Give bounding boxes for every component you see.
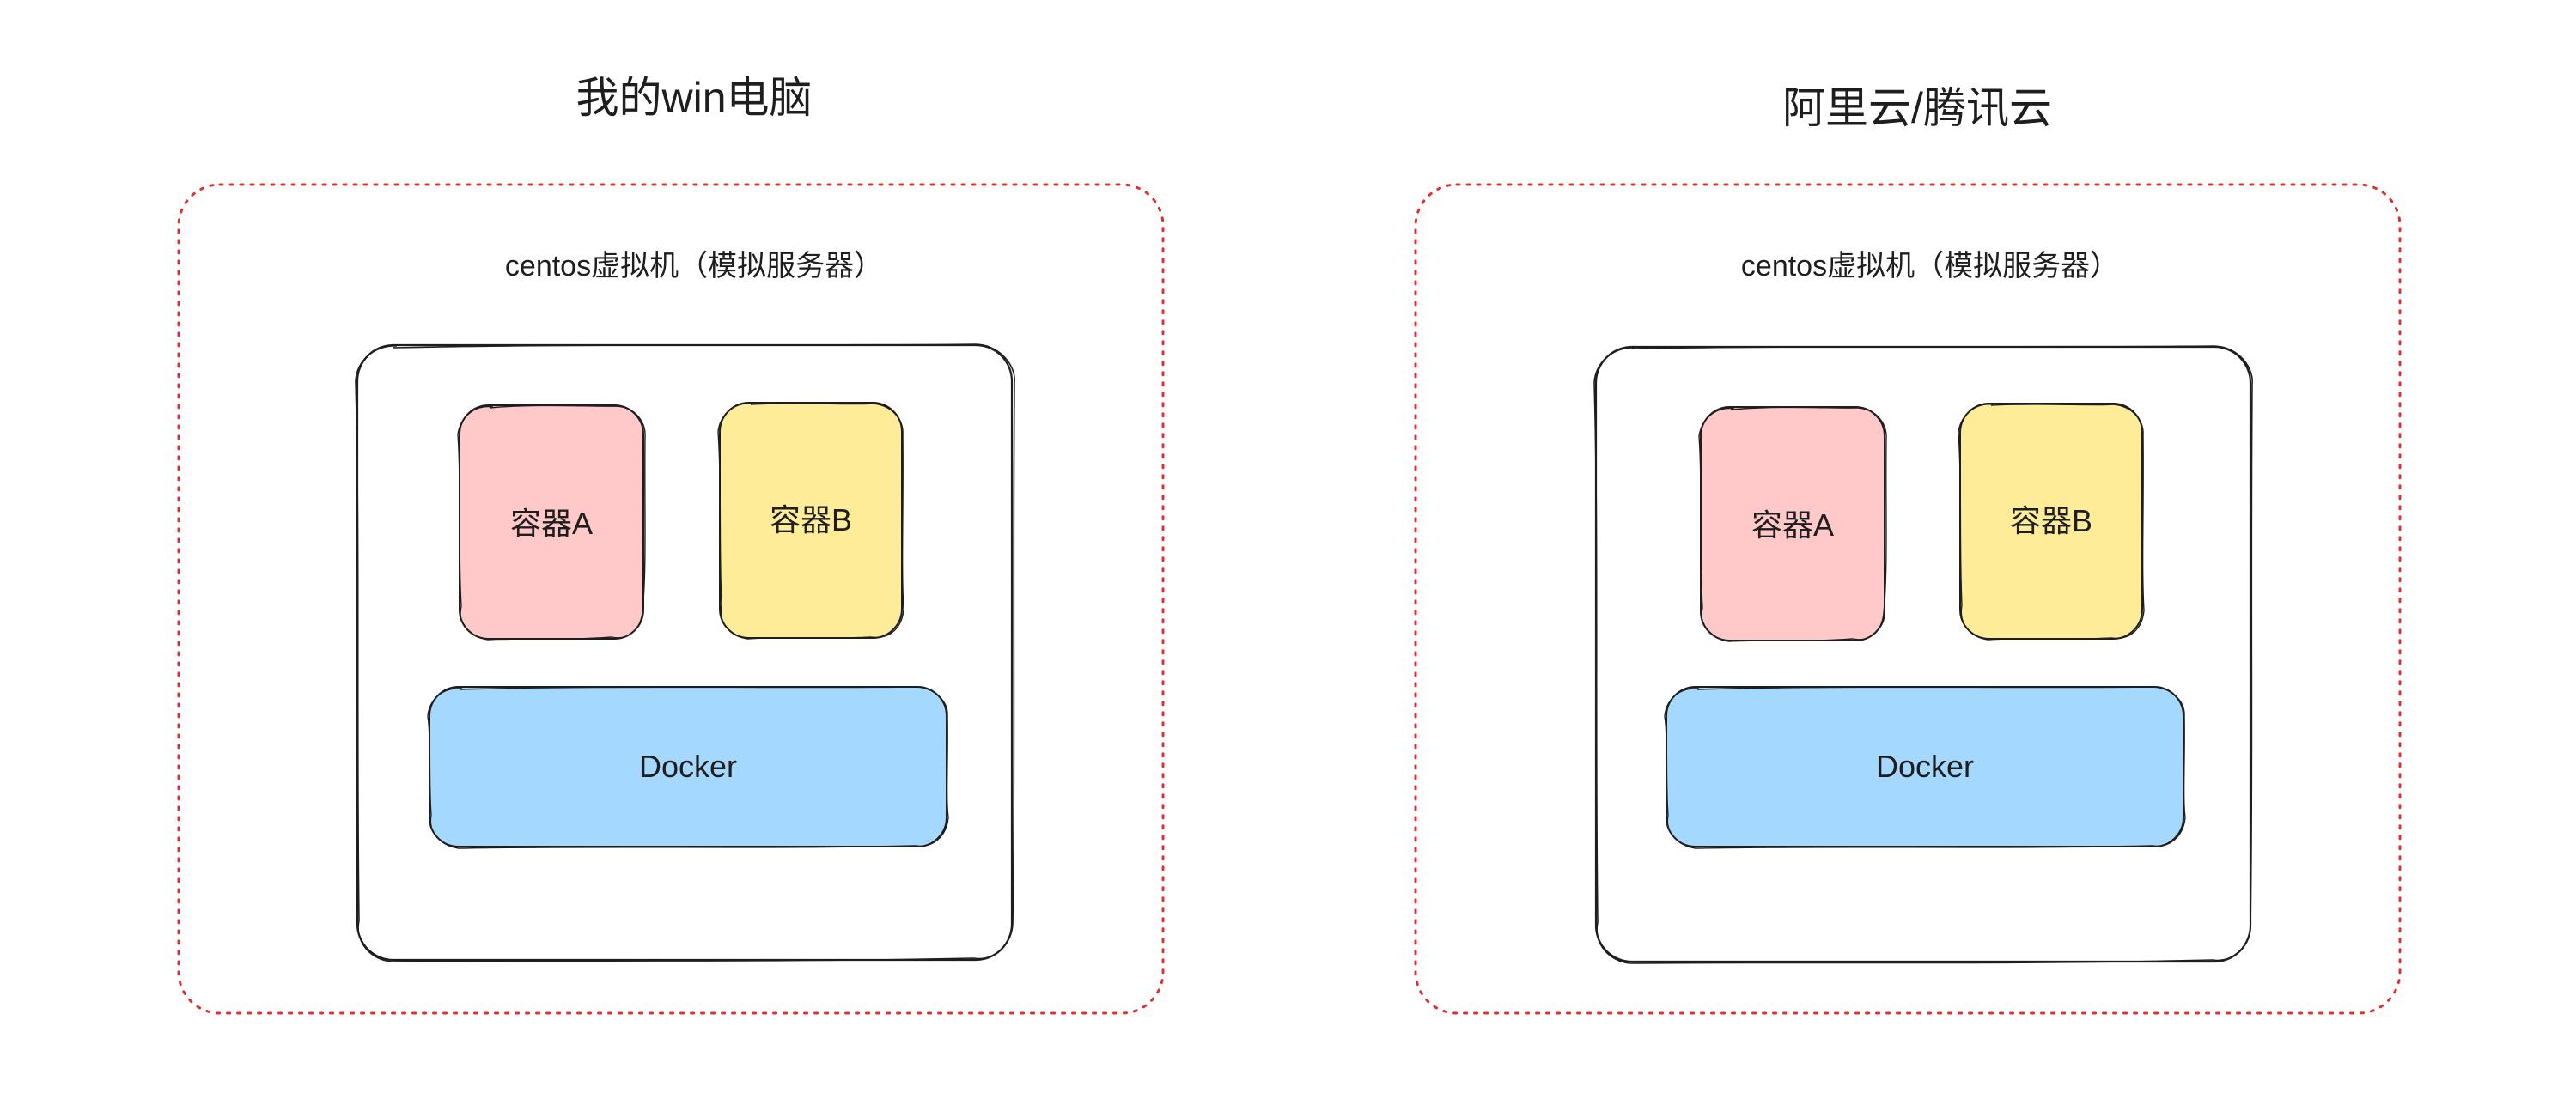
container-a-label: 容器A (1751, 507, 1835, 543)
vm-label: centos虚拟机（模拟服务器） (504, 250, 884, 282)
panel-title: 阿里云/腾讯云 (1782, 84, 2052, 132)
container-b-box (1958, 403, 2145, 641)
docker-label: Docker (638, 749, 738, 784)
vm-frame (355, 343, 1015, 962)
container-a-label: 容器A (509, 506, 594, 541)
panel-windows-pc (177, 183, 1165, 1015)
docker-box (1664, 686, 2186, 849)
host-border (177, 183, 1165, 1015)
container-b-label: 容器B (769, 502, 853, 537)
container-a-box (457, 404, 646, 641)
container-a-box (1698, 406, 1887, 642)
docker-box (427, 686, 949, 849)
container-b-label: 容器B (2009, 503, 2093, 538)
vm-label: centos虚拟机（模拟服务器） (1740, 250, 2120, 282)
host-border (1414, 183, 2402, 1015)
panel-title: 我的win电脑 (575, 74, 813, 122)
vm-frame (1593, 345, 2253, 964)
docker-label: Docker (1875, 749, 1975, 784)
container-b-box (717, 402, 904, 640)
panel-cloud (1414, 183, 2402, 1015)
